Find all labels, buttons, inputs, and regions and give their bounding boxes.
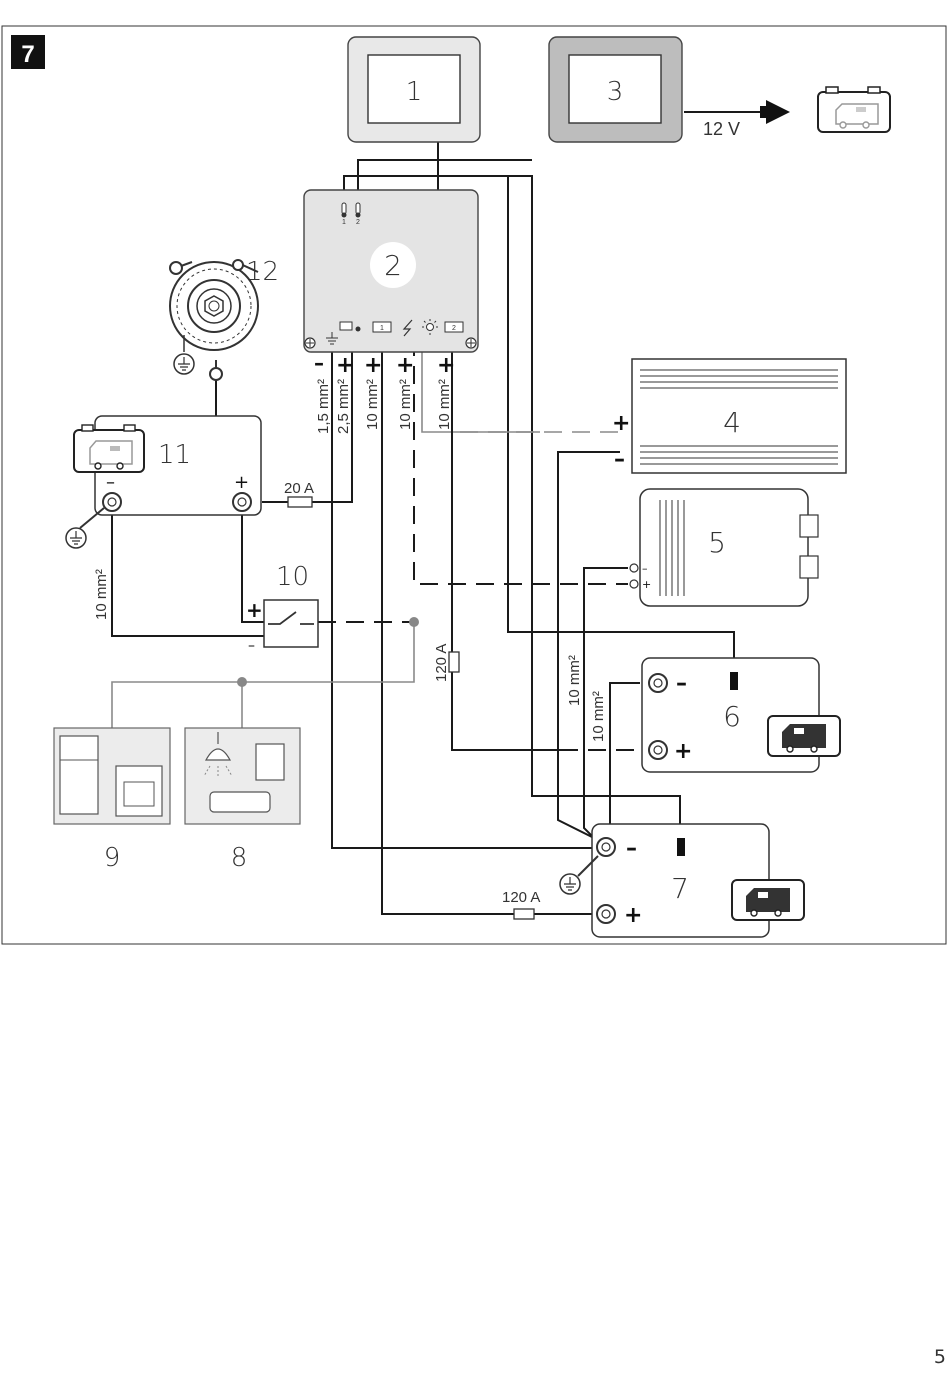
component-8-number: 8 xyxy=(231,843,248,873)
svg-text:+: + xyxy=(364,353,382,378)
fuse-120a-horizontal xyxy=(513,908,535,920)
figure-badge-label: 7 xyxy=(21,41,34,68)
component-7-number: 7 xyxy=(671,872,689,905)
vehicle-icon xyxy=(339,321,361,332)
svg-text:+: + xyxy=(674,739,692,764)
sensor-2-label: 2 xyxy=(356,219,360,226)
component-6-number: 6 xyxy=(723,700,741,733)
component-3-number: 3 xyxy=(607,77,624,107)
svg-text:+: + xyxy=(437,353,455,378)
component-1-number: 1 xyxy=(406,77,423,107)
component-9-number: 9 xyxy=(104,843,121,873)
battery-2-icon xyxy=(444,321,464,333)
charger-5: – + xyxy=(629,488,819,607)
thermometer-icon xyxy=(341,202,347,215)
alternator-12 xyxy=(169,259,259,381)
component-12-number: 12 xyxy=(246,257,279,287)
svg-text:–: – xyxy=(676,671,687,696)
component-11-number: 11 xyxy=(158,440,191,470)
svg-text:–: – xyxy=(314,351,324,375)
display-panel-1: 1 xyxy=(347,36,481,143)
lightning-icon xyxy=(402,319,413,337)
wire-gauge-label: 10 mm² xyxy=(566,655,583,706)
inverter-4: + – xyxy=(612,358,847,474)
disconnect-switch-10: + – xyxy=(246,598,319,654)
vehicle-battery-icon xyxy=(817,86,891,133)
svg-text:–: – xyxy=(614,447,625,472)
battery-2-label: 2 xyxy=(452,325,456,332)
fuse-20a xyxy=(287,496,313,508)
wire-gauge-label: 10 mm² xyxy=(590,691,607,742)
page-number: 5 xyxy=(933,1346,946,1368)
voltage-label-12v: 12 V xyxy=(703,119,740,139)
controller-unit-2: 1 2 1 2 2 xyxy=(303,189,479,353)
component-10-number: 10 xyxy=(276,562,309,592)
wire-gauge-label: 10 mm² xyxy=(397,379,414,430)
svg-text:+: + xyxy=(246,598,263,622)
junction-dot xyxy=(237,677,247,687)
appliances-9 xyxy=(53,727,171,825)
component-5-number: 5 xyxy=(708,526,726,559)
fuse-120a-horizontal-label: 120 A xyxy=(502,889,540,906)
battery-7: – + xyxy=(559,823,805,938)
svg-text:+: + xyxy=(624,903,642,928)
svg-text:–: – xyxy=(642,562,648,575)
svg-text:–: – xyxy=(248,638,255,654)
thermometer-icon xyxy=(355,202,361,215)
wires xyxy=(111,100,790,915)
wire-gauge-label: 2,5 mm² xyxy=(335,379,352,434)
fuse-120a-vertical-label: 120 A xyxy=(433,644,450,682)
figure-border xyxy=(1,25,947,945)
wire-gauge-label: 10 mm² xyxy=(436,379,453,430)
svg-text:–: – xyxy=(106,472,115,493)
svg-text:+: + xyxy=(336,353,354,378)
wire-gauge-label: 1,5 mm² xyxy=(315,379,332,434)
battery-1-label: 1 xyxy=(380,325,384,332)
battery-1-icon xyxy=(372,321,392,333)
wire-gauge-label: 10 mm² xyxy=(93,569,110,620)
junction-dot xyxy=(409,617,419,627)
fuse-120a-vertical xyxy=(448,651,460,673)
component-4-number: 4 xyxy=(723,406,741,439)
sun-icon xyxy=(422,319,438,335)
sensor-1-label: 1 xyxy=(342,219,346,226)
component-2-number: 2 xyxy=(384,249,402,282)
fuse-20a-label: 20 A xyxy=(284,480,314,497)
battery-6: – + xyxy=(641,657,841,773)
polarity-markers: – + + + + xyxy=(314,351,455,378)
display-panel-3: 3 xyxy=(548,36,683,143)
starter-battery-11: – + xyxy=(65,415,262,549)
wire-gauge-label: 10 mm² xyxy=(364,379,381,430)
svg-text:+: + xyxy=(612,411,630,436)
small-loads-8 xyxy=(184,727,301,825)
ground-icon xyxy=(326,332,338,345)
svg-text:+: + xyxy=(396,353,414,378)
figure-badge xyxy=(11,35,45,69)
svg-text:–: – xyxy=(626,836,637,861)
svg-text:+: + xyxy=(642,578,651,591)
svg-text:+: + xyxy=(234,472,249,493)
